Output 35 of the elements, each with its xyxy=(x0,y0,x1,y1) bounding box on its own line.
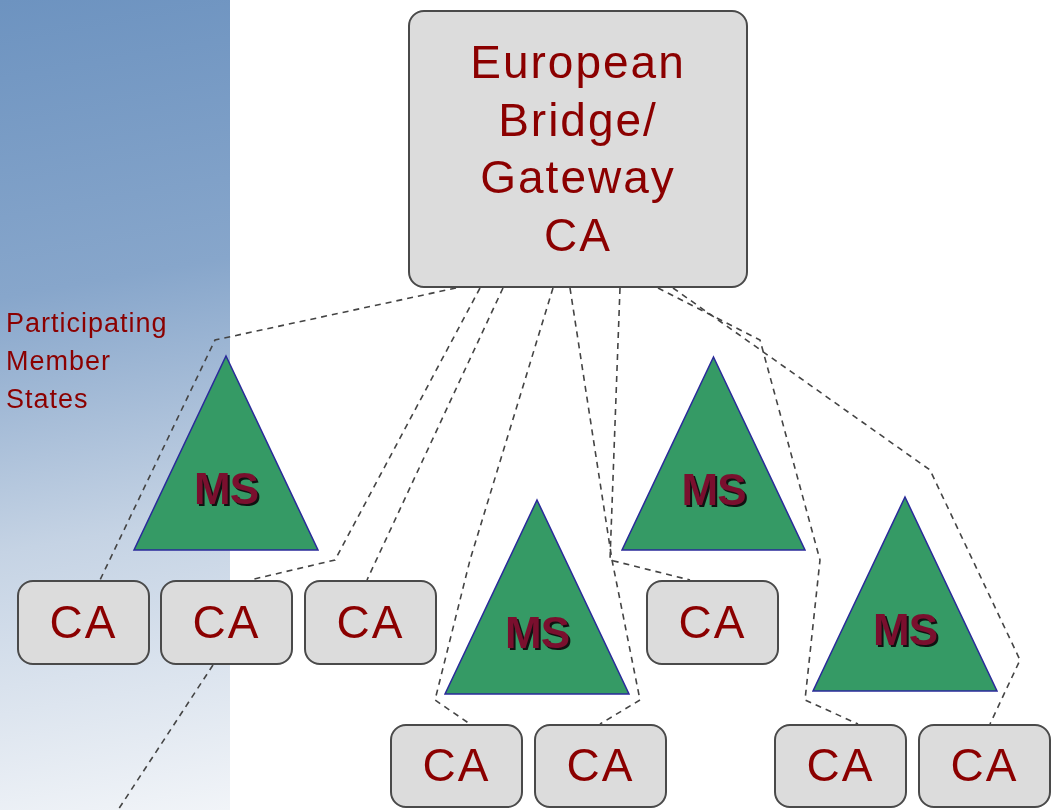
node-label: CA xyxy=(806,738,875,794)
ca-box xyxy=(646,580,779,665)
dashed-connector xyxy=(672,287,1021,725)
gateway-box xyxy=(408,10,748,288)
node-label: CA xyxy=(950,738,1019,794)
dashed-connector xyxy=(569,287,641,725)
dashed-connector xyxy=(117,664,214,810)
node-label: CA xyxy=(422,738,491,794)
ca-box xyxy=(390,724,523,808)
node-label: CA xyxy=(49,594,118,650)
member-state-triangle xyxy=(813,497,997,691)
node-label: CA xyxy=(566,738,635,794)
node-label: MS xyxy=(194,464,258,514)
member-state-triangle xyxy=(134,356,318,550)
ca-box xyxy=(17,580,150,665)
node-label: MS xyxy=(873,605,937,655)
dashed-connector xyxy=(366,287,504,581)
node-label: MS xyxy=(681,464,746,515)
side-label: Participating Member States xyxy=(5,307,169,416)
node-label: MS xyxy=(505,608,569,658)
node-label: CA xyxy=(678,594,747,650)
dashed-connector xyxy=(434,287,554,725)
node-label: CA xyxy=(192,594,261,650)
dashed-connector xyxy=(99,287,457,581)
ca-box xyxy=(918,724,1051,808)
ca-box xyxy=(160,580,293,665)
dashed-connector xyxy=(609,287,691,581)
ca-box xyxy=(534,724,667,808)
dashed-connector xyxy=(657,287,859,725)
member-state-triangle xyxy=(445,500,629,694)
node-label: European Bridge/ Gateway CA xyxy=(469,35,687,263)
ca-box xyxy=(774,724,907,808)
ca-box xyxy=(304,580,437,665)
member-state-triangle xyxy=(622,357,805,550)
node-label: CA xyxy=(336,594,405,650)
